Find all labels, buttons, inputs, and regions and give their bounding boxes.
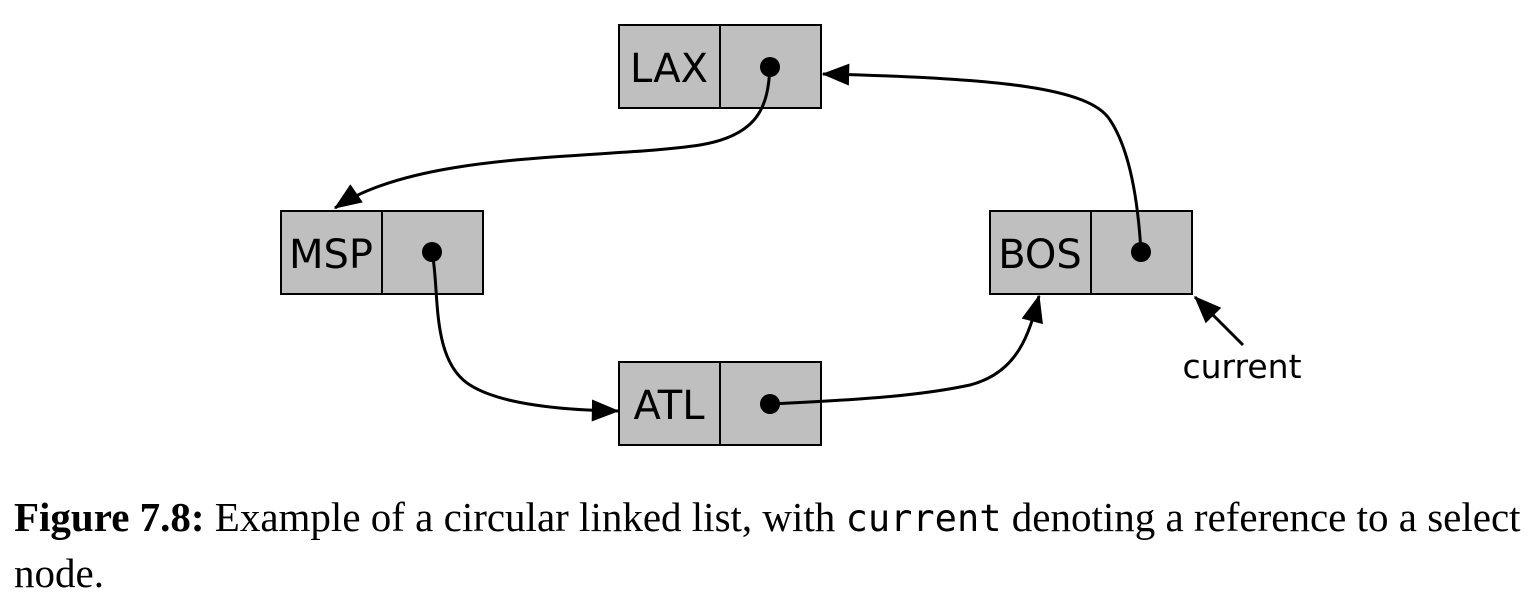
arrow-current-to-bos bbox=[1193, 295, 1245, 347]
current-label: current bbox=[1182, 347, 1301, 386]
caption-text-before: Example of a circular linked list, with bbox=[204, 494, 846, 540]
node-msp: MSP bbox=[280, 210, 484, 295]
node-atl-label: ATL bbox=[634, 383, 706, 429]
node-bos: BOS bbox=[989, 210, 1193, 295]
arrow-atl-to-bos bbox=[769, 294, 1043, 406]
figure-caption: Figure 7.8: Example of a circular linked… bbox=[14, 490, 1524, 601]
caption-figure-label: Figure 7.8: bbox=[14, 494, 205, 540]
node-bos-label: BOS bbox=[998, 232, 1082, 278]
node-atl-element-cell bbox=[618, 361, 721, 446]
circular-linked-list-diagram: LAX MSP BOS ATL current bbox=[280, 24, 1302, 446]
node-lax: LAX bbox=[618, 24, 822, 109]
caption-text-after: denoting a reference to a select node. bbox=[14, 494, 1521, 596]
arrow-bos-to-lax bbox=[821, 63, 1143, 253]
current-pointer: current bbox=[1182, 295, 1302, 386]
arrow-msp-to-atl bbox=[430, 251, 620, 422]
arrow-lax-to-msp bbox=[333, 66, 772, 210]
node-lax-element-cell bbox=[618, 24, 721, 109]
caption-code-current: current bbox=[845, 497, 1002, 540]
node-bos-element-cell bbox=[989, 210, 1092, 295]
node-msp-label: MSP bbox=[289, 232, 373, 278]
node-lax-label: LAX bbox=[630, 46, 708, 92]
